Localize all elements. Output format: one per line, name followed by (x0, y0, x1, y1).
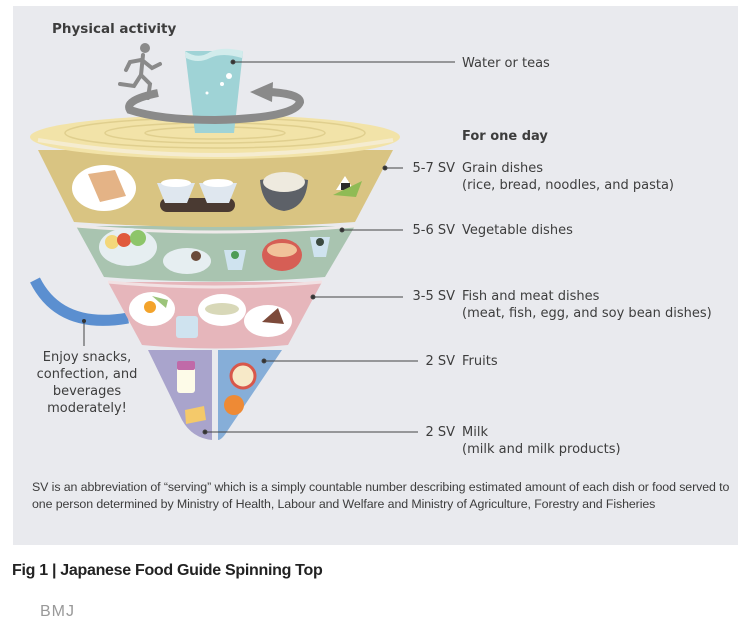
for-one-day-heading: For one day (462, 129, 548, 144)
group-name-milk: Milk (462, 425, 488, 440)
cheese-icon (185, 406, 206, 424)
fruit-section (218, 350, 282, 440)
servings-vegetable: 5-6 SV (412, 223, 455, 238)
snack-note-line: beverages (52, 384, 122, 399)
apple-icon (229, 362, 257, 390)
leader-lines (202, 59, 455, 435)
snack-note: Enjoy snacks, confection, and beverages … (22, 349, 152, 417)
tofu-bowl-icon (176, 316, 198, 338)
toast-icon (88, 170, 126, 202)
small-bowl-icon (224, 250, 246, 270)
group-detail-milk: (milk and milk products) (462, 442, 621, 457)
group-name-fruits: Fruits (462, 354, 498, 369)
servings-milk: 2 SV (425, 425, 455, 440)
seaweed-bowl-icon (310, 237, 330, 257)
snack-note-line: moderately! (47, 401, 127, 416)
servings-fruits: 2 SV (425, 354, 455, 369)
physical-activity-label: Physical activity (52, 21, 177, 37)
servings-grain: 5-7 SV (412, 161, 455, 176)
runner-icon (118, 43, 162, 100)
group-detail-grain: (rice, bread, noodles, and pasta) (462, 178, 674, 193)
group-name-vegetable: Vegetable dishes (462, 223, 573, 238)
snack-note-line: Enjoy snacks, (42, 350, 132, 365)
sv-footnote: SV is an abbreviation of “serving” which… (32, 480, 730, 511)
snack-band (30, 277, 129, 326)
servings-fish-meat: 3-5 SV (412, 289, 455, 304)
snack-note-line: confection, and (36, 367, 138, 382)
figure-caption: Fig 1 | Japanese Food Guide Spinning Top (12, 562, 323, 579)
water-label: Water or teas (462, 56, 550, 71)
brand-label: BMJ (40, 603, 75, 620)
rice-bowl-icon (157, 183, 195, 203)
group-detail-fish-meat: (meat, fish, egg, and soy bean dishes) (462, 306, 712, 321)
spin-arrow-icon (125, 88, 305, 125)
simmered-dish-icon (163, 248, 211, 274)
orange-icon (224, 395, 244, 415)
water-glass-icon (185, 51, 243, 133)
top-disk (30, 115, 400, 159)
rice-bowl-icon (199, 183, 237, 203)
group-name-grain: Grain dishes (462, 161, 544, 176)
group-name-fish-meat: Fish and meat dishes (462, 289, 600, 304)
